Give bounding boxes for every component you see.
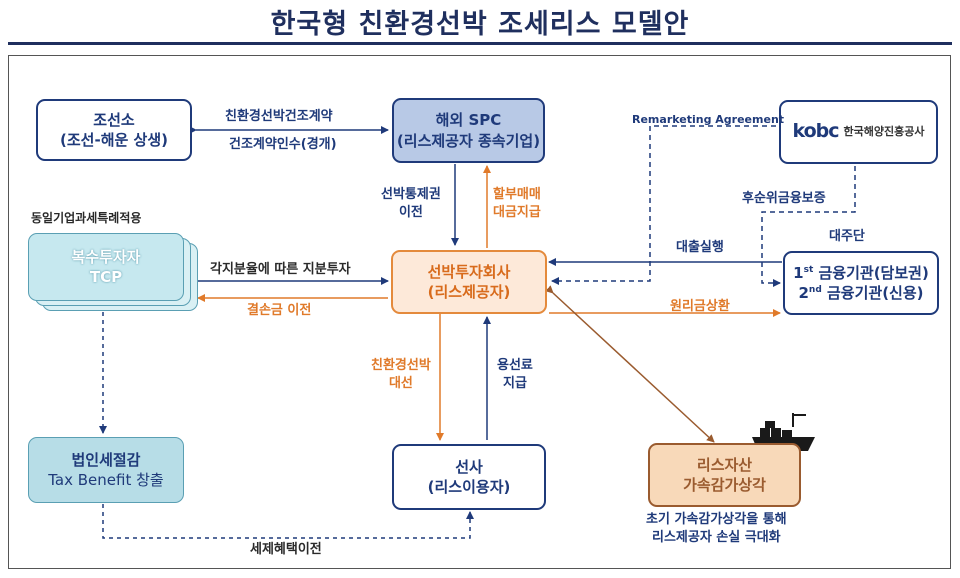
- label-remarketing: Remarketing Agreement: [632, 113, 785, 126]
- kobc-logo: kobc: [792, 120, 839, 143]
- title-underline: [8, 42, 952, 45]
- label-contract-transfer: 건조계약인수(경개): [229, 137, 337, 152]
- tax-subtitle: Tax Benefit 창출: [48, 471, 164, 489]
- label-charter: 친환경선박 대선: [371, 358, 431, 391]
- label-subordinate: 후순위금융보증: [742, 191, 826, 206]
- label-loss-transfer: 결손금 이전: [247, 303, 312, 318]
- diagram-frame: [8, 55, 951, 569]
- label-loan: 대출실행: [676, 240, 724, 255]
- tcp-title: 복수투자자: [71, 247, 141, 266]
- label-build-contract: 친환경선박건조계약: [225, 109, 333, 124]
- shipyard-box: 조선소 (조선-해운 상생): [36, 99, 192, 161]
- lessor-title: 선박투자회사: [427, 262, 511, 281]
- lessee-box: 선사 (리스이용자): [392, 444, 546, 510]
- label-installment: 할부매매 대금지급: [493, 187, 541, 220]
- lessor-box: 선박투자회사 (리스제공자): [391, 250, 547, 314]
- asset-box: 리스자산 가속감가상각: [648, 443, 801, 507]
- lessor-subtitle: (리스제공자): [427, 283, 511, 301]
- shipyard-title: 조선소: [93, 110, 135, 129]
- lender-second: 2nd 금융기관(신용): [798, 284, 924, 302]
- lenders-box: 1st 금융기관(담보권) 2nd 금융기관(신용): [783, 251, 939, 315]
- lessee-title: 선사: [455, 457, 483, 476]
- shipyard-subtitle: (조선-해운 상생): [60, 131, 168, 149]
- arrow-lessor-asset: [545, 285, 715, 443]
- label-fee: 용선료 지급: [497, 358, 533, 391]
- spc-subtitle: (리스제공자 종속기업): [396, 131, 541, 150]
- asset-title: 리스자산: [696, 455, 753, 474]
- page-title: 한국형 친환경선박 조세리스 모델안: [270, 9, 690, 40]
- label-syndicate: 대주단: [829, 229, 865, 244]
- asset-subtitle: 가속감가상각: [683, 476, 766, 494]
- label-equity: 각지분율에 따른 지분투자: [210, 262, 351, 277]
- label-principal: 원리금상환: [670, 299, 730, 314]
- arrow-guarantee: [761, 166, 856, 287]
- arrow-tax-lessee: [102, 504, 474, 539]
- tax-title: 법인세절감: [71, 450, 141, 469]
- lender-first: 1st 금융기관(담보권): [793, 263, 929, 282]
- arrow-remarketing: [551, 125, 776, 285]
- lessee-subtitle: (리스이용자): [427, 478, 511, 496]
- spc-title: 해외 SPC: [435, 111, 502, 130]
- label-tax-benefit-transfer: 세제혜택이전: [250, 542, 322, 557]
- label-tax-exception: 동일기업과세특례적용: [31, 211, 142, 225]
- label-effect: 초기 가속감가상각을 통해 리스제공자 손실 극대화: [646, 512, 787, 545]
- kobc-box: kobc 한국해양진흥공사: [779, 100, 938, 164]
- tcp-subtitle: TCP: [89, 268, 123, 286]
- kobc-name: 한국해양진흥공사: [843, 124, 925, 138]
- label-ship-control: 선박통제권 이전: [381, 187, 441, 220]
- tcp-box: 복수투자자 TCP: [28, 233, 184, 301]
- spc-box: 해외 SPC (리스제공자 종속기업): [392, 98, 545, 163]
- tax-benefit-box: 법인세절감 Tax Benefit 창출: [28, 437, 184, 503]
